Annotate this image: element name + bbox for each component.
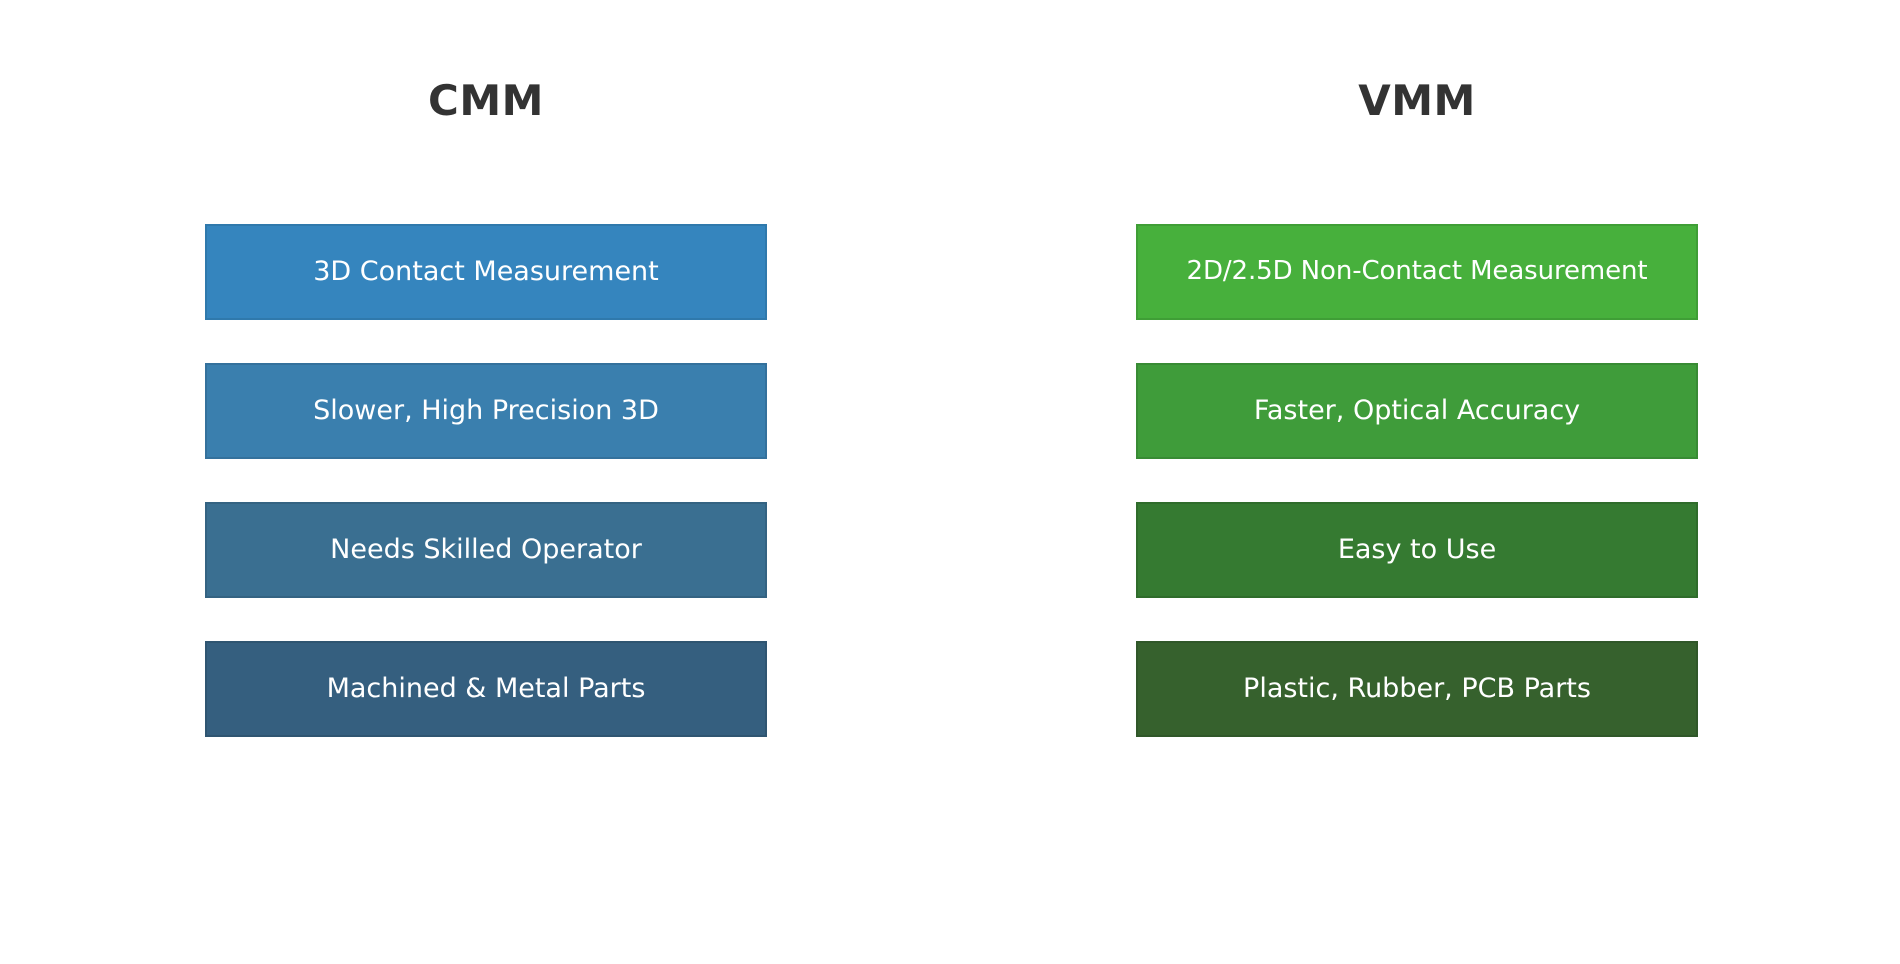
feature-box-vmm-2[interactable]: Faster, Optical Accuracy <box>1136 363 1698 459</box>
feature-box-vmm-4[interactable]: Plastic, Rubber, PCB Parts <box>1136 641 1698 737</box>
column-title-cmm: CMM <box>428 76 544 125</box>
feature-box-cmm-3[interactable]: Needs Skilled Operator <box>205 502 767 598</box>
feature-box-label: 2D/2.5D Non-Contact Measurement <box>1186 256 1648 287</box>
feature-box-cmm-1[interactable]: 3D Contact Measurement <box>205 224 767 320</box>
feature-box-label: Faster, Optical Accuracy <box>1253 394 1581 426</box>
feature-box-label: Easy to Use <box>1337 533 1497 565</box>
feature-box-label: Plastic, Rubber, PCB Parts <box>1243 672 1591 704</box>
feature-box-label: Needs Skilled Operator <box>330 533 642 565</box>
feature-box-label: Slower, High Precision 3D <box>313 394 659 426</box>
column-title-vmm: VMM <box>1358 76 1476 125</box>
feature-box-stack-vmm: 2D/2.5D Non-Contact Measurement Faster, … <box>1136 224 1698 737</box>
feature-box-cmm-2[interactable]: Slower, High Precision 3D <box>205 363 767 459</box>
feature-box-vmm-1[interactable]: 2D/2.5D Non-Contact Measurement <box>1136 224 1698 320</box>
feature-box-stack-cmm: 3D Contact Measurement Slower, High Prec… <box>205 224 767 737</box>
feature-box-label: 3D Contact Measurement <box>313 255 659 287</box>
feature-box-label: Machined & Metal Parts <box>326 672 646 704</box>
feature-box-vmm-3[interactable]: Easy to Use <box>1136 502 1698 598</box>
feature-box-cmm-4[interactable]: Machined & Metal Parts <box>205 641 767 737</box>
